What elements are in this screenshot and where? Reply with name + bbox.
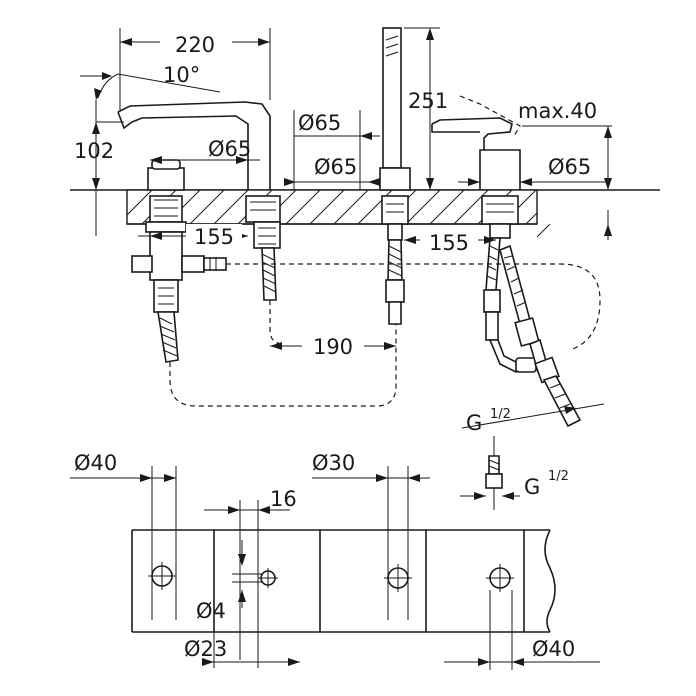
loose-fitting: G 1/2 [460, 436, 569, 510]
hatch-line [429, 189, 465, 225]
dim-body-top: Ø65 [293, 110, 380, 190]
dim-251: 251 [404, 27, 448, 190]
dim-label-cutout-right: Ø40 [532, 637, 575, 661]
dim-label-cutout-23: Ø23 [184, 637, 227, 661]
hatch-line [405, 189, 441, 225]
dim-220: 220 [119, 28, 271, 110]
hatch-line [189, 189, 225, 225]
dim-155-right: 155 [404, 228, 496, 255]
dim-max40: max.40 [518, 99, 612, 190]
dim-label-190: 190 [313, 335, 353, 359]
dim-label-251: 251 [408, 89, 448, 113]
dim-angle: 10° [80, 63, 221, 100]
cutout-plate [131, 529, 556, 633]
dim-label-thread-lower-frac: 1/2 [548, 469, 569, 484]
dim-label-155-right: 155 [429, 231, 469, 255]
dim-155-left: 155 [138, 224, 248, 249]
cutout-holes [148, 562, 514, 592]
dim-label-angle: 10° [163, 63, 200, 87]
dim-body-mid: Ø65 [284, 155, 380, 186]
dim-label-spout-dia: Ø65 [208, 137, 251, 161]
dim-label-thread-upper-frac: 1/2 [490, 407, 511, 422]
dim-label-102: 102 [74, 139, 114, 163]
hatch-line [285, 189, 321, 225]
dim-label-body-mid: Ø65 [314, 155, 357, 179]
dim-label-body-top: Ø65 [298, 111, 341, 135]
dim-cutout-mid: Ø30 [312, 451, 430, 620]
dim-thread-upper: G 1/2 [461, 403, 605, 435]
dim-label-cutout-16: 16 [270, 487, 297, 511]
dim-label-thread-upper: G [466, 411, 482, 435]
dim-label-cutout-mid: Ø30 [312, 451, 355, 475]
spout [117, 101, 281, 301]
dim-label-thread-lower: G [524, 475, 540, 499]
hatch-line [126, 189, 153, 216]
mixer [431, 95, 582, 428]
dim-label-cutout-4: Ø4 [196, 599, 226, 623]
dim-spout-dia: Ø65 [150, 137, 260, 164]
dim-label-max40: max.40 [518, 99, 597, 123]
dim-cutout-4: Ø4 [196, 540, 262, 623]
dim-mixer-dia: Ø65 [458, 155, 606, 186]
dim-deck-right [604, 210, 612, 240]
hatch-line [536, 223, 551, 238]
dim-102: 102 [74, 100, 124, 236]
dim-label-155-left: 155 [194, 225, 234, 249]
dim-cutout-23: Ø23 [184, 632, 300, 668]
dim-label-mixer-dia: Ø65 [548, 155, 591, 179]
hatch-line [213, 189, 249, 225]
dim-cutout-16: 16 [204, 487, 297, 668]
dim-cutout-left: Ø40 [70, 451, 177, 620]
dim-cutout-right: Ø40 [444, 590, 600, 670]
dim-190: 190 [270, 332, 396, 359]
hatch-line [333, 189, 369, 225]
hand-shower [379, 27, 411, 325]
dim-label-220: 220 [175, 33, 215, 57]
hose-routing [169, 263, 601, 407]
dim-label-cutout-left: Ø40 [74, 451, 117, 475]
hatch-line [525, 212, 538, 225]
hatch-line [309, 189, 345, 225]
